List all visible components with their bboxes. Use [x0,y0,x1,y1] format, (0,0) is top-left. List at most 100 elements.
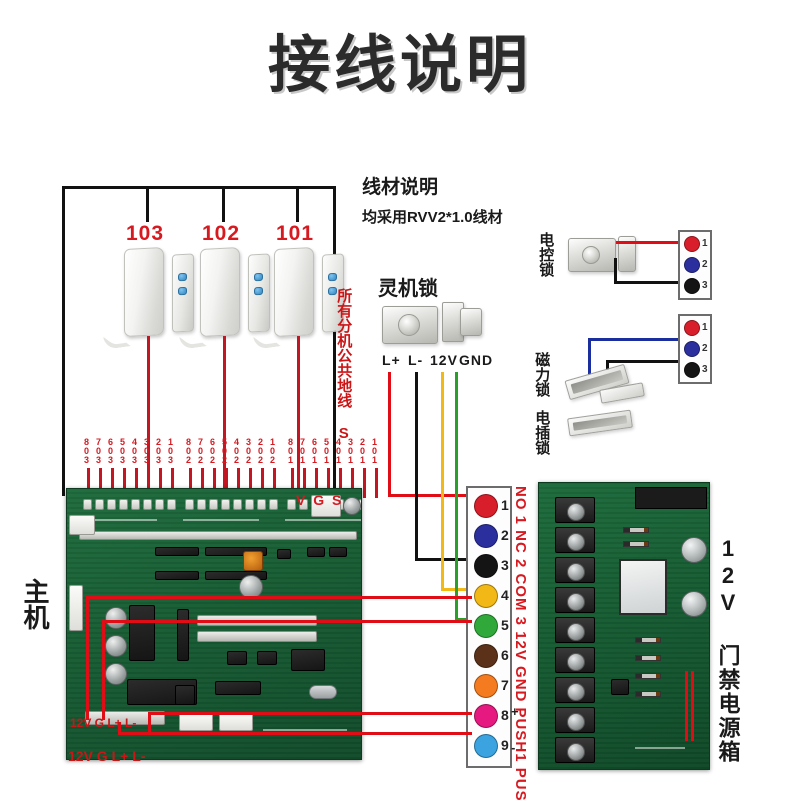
connector-pin-2 [684,341,700,357]
pin-9-control-minus [474,734,498,758]
pcb-pad [209,499,218,510]
pcb-pad [299,499,308,510]
linji-lock-terminal-lminus: L- [408,352,424,368]
bolt-lock-label: 电插锁 [533,410,551,455]
pcb-side-connector-2 [69,515,95,535]
pcb-pad [131,499,140,510]
electric-control-lock-knob [582,246,600,264]
pcb-pad [245,499,254,510]
linji-lock-image [382,300,486,350]
lead-301 [351,468,354,498]
lead-102 [273,468,276,498]
pcb-capacitor [239,575,263,599]
lead-403 [135,468,138,498]
lead-402 [237,468,240,498]
power-box-terminal-4 [555,587,595,613]
power-box-diode [623,541,649,547]
magnetic-lock-blue-drop [588,338,591,376]
power-box-diode [635,673,661,679]
main-unit-power-terminals-label: 12V G L+ L- [68,748,146,764]
linji-wire-12v-horizontal [441,588,468,591]
lplus-wire-v [148,712,151,732]
power-box-red-lead [685,671,688,741]
lead-701 [303,468,306,498]
pcb-silkscreen [285,519,361,521]
lead-801 [291,468,294,498]
pin-6-push1 [474,644,498,668]
power-box-terminal-2 [555,527,595,553]
lead-101 [375,468,378,498]
power-box-relay [619,559,667,615]
pcb-connector [219,713,253,731]
control-plus-wire-h1 [86,596,472,599]
lead-702 [201,468,204,498]
handset-103: 103 [103,222,194,350]
pcb-pad [185,499,194,510]
pin-8-control-plus [474,704,498,728]
pcb-chip [307,547,325,557]
power-box-label: 12V 门禁电源箱 [715,536,741,764]
pcb-chip [215,681,261,695]
control-plus-wire-v1 [86,596,89,720]
pcb-crystal [309,685,337,699]
power-box-terminal-1 [555,497,595,523]
lead-103 [171,468,174,498]
lock-knob [398,314,420,336]
connector-pin-3-number: 3 [702,364,708,375]
electric-lock-red-wire [616,241,682,244]
connector-pin-1 [684,236,700,252]
handset-button-bottom [178,286,187,296]
pcb-pad [119,499,128,510]
lminus-wire-h [118,732,472,735]
pcb-chip [205,547,267,556]
handset-drop-102 [222,186,225,222]
pin-3-com [474,554,498,578]
handset-button-top [178,272,187,282]
pcb-pad [83,499,92,510]
power-box-terminal-3 [555,557,595,583]
magnetic-lock-label: 磁力锁 [533,352,551,397]
pin-4-number: 4 [501,587,509,603]
pcb-silkscreen [183,519,259,521]
header-row-group-3 [83,499,176,510]
power-box-diode [623,527,649,533]
cable-note-text: 均采用RVV2*1.0线材 [362,209,503,226]
connector-pin-2-number: 2 [702,259,708,270]
pcb-pad [143,499,152,510]
pcb-electrolytic-cap [105,607,127,629]
control-minus-wire-v1 [102,620,105,720]
pin-1-number: 1 [501,497,509,513]
pin-7-push2 [474,674,498,698]
linji-lock-terminal-gnd: GND [459,352,494,368]
power-box-terminal-7 [555,677,595,703]
pin-4-12v [474,584,498,608]
electric-control-lock-connector: 1 2 3 [678,230,712,300]
power-box-diode [635,637,661,643]
magnetic-lock-connector: 1 2 3 [678,314,712,384]
pin-7-number: 7 [501,677,509,693]
pcb-power-terminal-block [85,711,165,725]
pcb-silkscreen [263,729,347,731]
power-box-terminal-8 [555,707,595,733]
handset-101: 101 [253,222,344,350]
electric-control-lock-label: 电控锁 [537,232,555,277]
pcb-chip [175,685,195,705]
linji-lock-label: 灵机锁 [378,278,438,300]
connector-pin-3 [684,362,700,378]
handset-body [274,246,314,338]
control-minus-mark: - [511,740,516,755]
handset-button-bottom [254,286,263,296]
power-box-silkscreen [635,747,685,749]
lead-703 [99,468,102,498]
handset-button-top [254,272,263,282]
